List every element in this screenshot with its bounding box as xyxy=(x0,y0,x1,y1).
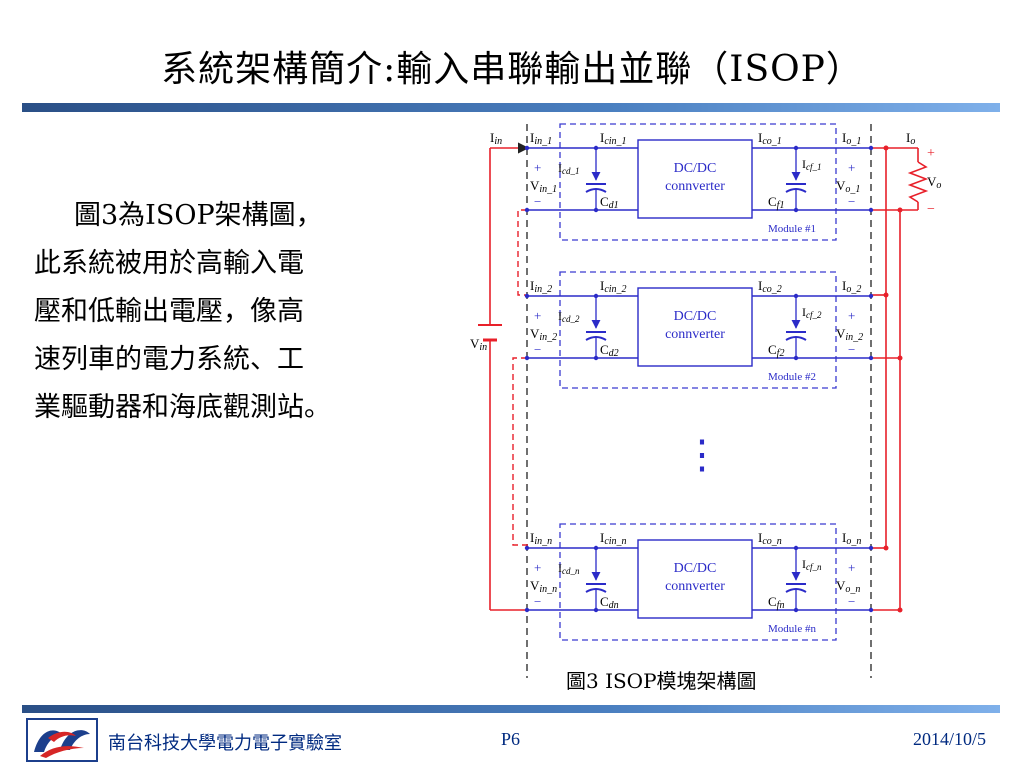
icf-label: Icf_n xyxy=(802,557,822,572)
converter-label: connverter xyxy=(665,327,725,342)
plus-label: + xyxy=(848,308,855,323)
module-box xyxy=(559,123,837,241)
converter-label: connverter xyxy=(665,179,725,194)
vin-label: Vin_n xyxy=(530,578,557,595)
output-minus: − xyxy=(927,202,935,217)
module-box xyxy=(559,271,837,389)
figure-caption: 圖3 ISOP模塊架構圖 xyxy=(566,669,757,693)
iin-label: Iin_2 xyxy=(530,278,552,295)
body-text: 圖3為ISOP架構圖， 此系統被用於高輸入電 壓和低輸出電壓，像高 速列車的電力… xyxy=(34,192,464,432)
iin-label: Iin_n xyxy=(530,530,552,547)
module-2: DC/DC connverter Iin_2 Icin_2 + Icd_2 Vi… xyxy=(524,271,874,389)
cd-label: Cd2 xyxy=(600,342,619,359)
vo-label: Vo_n xyxy=(836,578,860,595)
minus-label: − xyxy=(848,342,855,357)
cf-label: Cfn xyxy=(768,594,784,611)
icd-label: Icd_1 xyxy=(558,161,580,176)
icf-label: Icf_1 xyxy=(802,157,822,172)
footer-divider-bar xyxy=(22,705,1000,713)
footer-lab-name: 南台科技大學電力電子實驗室 xyxy=(108,733,342,754)
icd-label: Icd_2 xyxy=(558,309,580,324)
module-1: DC/DC connverter Iin_1 Icin_1 + Icd_1 Vi… xyxy=(524,123,874,241)
converter-label: DC/DC xyxy=(674,561,717,576)
output-current-label: Io xyxy=(906,130,915,147)
cf-label: Cf2 xyxy=(768,342,784,359)
footer-page-number: P6 xyxy=(501,729,521,749)
cd-label: Cdn xyxy=(600,594,619,611)
io-label: Io_n xyxy=(842,530,861,547)
converter-label: connverter xyxy=(665,579,725,594)
footer-date: 2014/10/5 xyxy=(912,729,986,749)
module-label: Module #1 xyxy=(768,223,816,235)
converter-label: DC/DC xyxy=(674,161,717,176)
input-current-label: Iin xyxy=(490,130,502,147)
ico-label: Ico_2 xyxy=(758,278,782,295)
vo-label: Vo_1 xyxy=(836,178,860,195)
junction-dots xyxy=(883,145,903,613)
university-logo-icon xyxy=(26,718,98,762)
io-label: Io_2 xyxy=(842,278,861,295)
icin-label: Icin_1 xyxy=(600,130,627,147)
body-line: 業驅動器和海底觀測站。 xyxy=(34,392,331,423)
module-n: DC/DC connverter Iin_n Icin_n + Icd_n Vi… xyxy=(524,523,874,641)
cd-label: Cd1 xyxy=(600,194,619,211)
minus-label: − xyxy=(534,194,541,209)
body-line: 圖3為ISOP架構圖， xyxy=(74,200,323,231)
title-divider-bar xyxy=(22,103,1000,112)
ico-label: Ico_1 xyxy=(758,130,782,147)
vin-label: Vin_1 xyxy=(530,178,557,195)
series-link xyxy=(512,357,528,546)
module-ellipsis: ⋮ xyxy=(682,432,722,477)
dcdc-converter-block xyxy=(637,539,753,619)
plus-label: + xyxy=(534,308,541,323)
minus-label: − xyxy=(534,594,541,609)
cf-label: Cf1 xyxy=(768,194,784,211)
ico-label: Ico_n xyxy=(758,530,782,547)
converter-label: DC/DC xyxy=(674,309,717,324)
output-plus: + xyxy=(927,146,935,161)
plus-label: + xyxy=(534,560,541,575)
minus-label: − xyxy=(534,342,541,357)
module-label: Module #n xyxy=(768,623,816,635)
icin-label: Icin_n xyxy=(600,530,627,547)
icf-label: Icf_2 xyxy=(802,305,822,320)
icd-label: Icd_n xyxy=(558,561,580,576)
series-link xyxy=(517,209,528,296)
isop-circuit-diagram: Iin Vin Io + − Vo ⋮ DC/DC connverter Iin… xyxy=(470,123,941,678)
minus-label: − xyxy=(848,194,855,209)
load-resistor xyxy=(907,161,929,203)
plus-label: + xyxy=(848,160,855,175)
output-voltage-label: Vo xyxy=(927,174,941,191)
minus-label: − xyxy=(848,594,855,609)
body-line: 速列車的電力系統、工 xyxy=(34,344,304,375)
io-label: Io_1 xyxy=(842,130,861,147)
vo-label: Vin_2 xyxy=(836,326,863,343)
plus-label: + xyxy=(848,560,855,575)
body-line: 壓和低輸出電壓，像高 xyxy=(34,296,304,327)
dcdc-converter-block xyxy=(637,287,753,367)
body-line: 此系統被用於高輸入電 xyxy=(34,248,304,279)
iin-label: Iin_1 xyxy=(530,130,552,147)
dcdc-converter-block xyxy=(637,139,753,219)
vin-label: Vin_2 xyxy=(530,326,557,343)
plus-label: + xyxy=(534,160,541,175)
input-voltage-label: Vin xyxy=(470,336,487,353)
icin-label: Icin_2 xyxy=(600,278,627,295)
module-label: Module #2 xyxy=(768,371,816,383)
module-box xyxy=(559,523,837,641)
slide-title: 系統架構簡介:輸入串聯輸出並聯（ISOP） xyxy=(161,49,863,90)
